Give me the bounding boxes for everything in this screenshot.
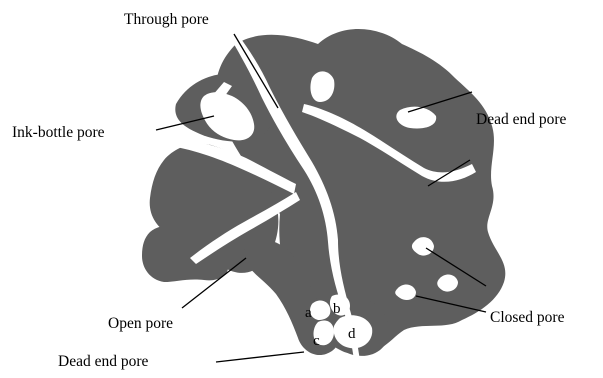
leader-dead-end-pore-bottom bbox=[216, 352, 304, 362]
label-closed-pore: Closed pore bbox=[490, 309, 565, 326]
label-dead-end-pore-bottom: Dead end pore bbox=[58, 353, 148, 370]
marker-a: a bbox=[305, 305, 312, 321]
label-through-pore: Through pore bbox=[124, 11, 209, 28]
marker-d: d bbox=[348, 326, 356, 342]
label-dead-end-pore-right: Dead end pore bbox=[476, 111, 566, 128]
label-open-pore: Open pore bbox=[108, 315, 173, 332]
label-ink-bottle-pore: Ink-bottle pore bbox=[12, 124, 105, 141]
marker-c: c bbox=[313, 333, 320, 349]
marker-b: b bbox=[333, 301, 341, 317]
